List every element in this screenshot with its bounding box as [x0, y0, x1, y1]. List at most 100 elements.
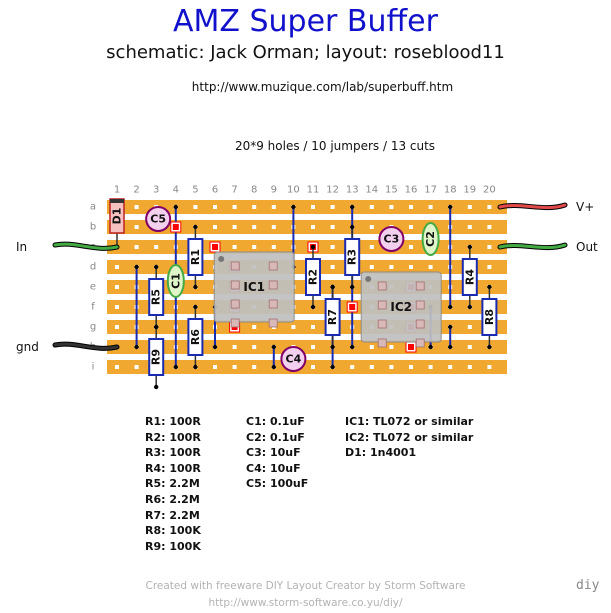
- elec-cap-c4: [280, 346, 307, 372]
- column-label: 10: [287, 185, 300, 196]
- hole: [271, 245, 276, 249]
- hole: [389, 365, 394, 369]
- solder-point: [487, 344, 492, 350]
- jumper-end: [448, 344, 453, 350]
- parts-list-others: IC1: TL072 or similar IC2: TL072 or simi…: [345, 414, 473, 461]
- hole: [115, 265, 119, 269]
- diy-logo-icon: diy: [576, 578, 600, 593]
- ic-pin1-marker: [365, 276, 372, 282]
- hole: [252, 345, 257, 349]
- jumper-end: [350, 204, 355, 210]
- hole: [409, 225, 413, 229]
- ic-pin: [415, 338, 425, 348]
- hole: [330, 205, 335, 209]
- column-label: 2: [133, 185, 139, 196]
- hole: [467, 365, 472, 369]
- hole: [311, 345, 315, 349]
- jumper-end: [212, 344, 218, 350]
- film-cap-c2: [421, 222, 440, 256]
- part-r8: R8: 100K: [145, 524, 201, 538]
- source-url[interactable]: http://www.muzique.com/lab/superbuff.htm: [191, 80, 454, 94]
- ic-pin: [268, 261, 278, 271]
- column-label: 12: [326, 185, 339, 196]
- resistor-r5: [148, 278, 165, 316]
- solder-point: [330, 284, 335, 290]
- ic-pin: [230, 261, 240, 271]
- track-cut-center: [212, 244, 218, 250]
- column-label: 4: [173, 185, 179, 196]
- ic-pin: [415, 319, 425, 329]
- resistor-r9: [148, 338, 165, 376]
- film-cap-label-c2: C2: [424, 231, 437, 247]
- hole: [311, 205, 315, 209]
- ic-label-ic2: IC2: [390, 300, 412, 314]
- ic-pin: [230, 318, 240, 328]
- footer-url[interactable]: http://www.storm-software.co.yu/diy/: [208, 597, 403, 609]
- hole: [232, 205, 237, 209]
- row-label: g: [90, 322, 96, 333]
- solder-point: [350, 224, 355, 230]
- part-d1: D1: 1n4001: [345, 446, 417, 460]
- elec-cap-c5: [145, 206, 172, 232]
- film-cap-label-c1: C1: [169, 273, 182, 289]
- part-r6: R6: 2.2M: [145, 492, 200, 506]
- hole: [409, 205, 413, 209]
- hole: [487, 265, 492, 269]
- hole: [311, 225, 315, 229]
- jumper-end: [291, 204, 296, 210]
- hole: [369, 345, 374, 349]
- column-label: 14: [365, 185, 378, 196]
- hole: [271, 205, 276, 209]
- solder-point: [350, 284, 355, 290]
- hole: [271, 225, 276, 229]
- hole: [232, 245, 237, 249]
- hole: [252, 365, 257, 369]
- copper-strip: [107, 220, 507, 234]
- row-label: a: [90, 202, 96, 213]
- hole: [350, 365, 355, 369]
- part-c3: C3: 10uF: [246, 446, 301, 460]
- column-label: 13: [346, 185, 359, 196]
- solder-point: [310, 244, 316, 250]
- hole: [467, 205, 472, 209]
- column-label: 6: [212, 185, 218, 196]
- hole: [213, 225, 217, 229]
- wire-v: [498, 203, 567, 210]
- hole: [369, 245, 374, 249]
- part-r5: R5: 2.2M: [145, 477, 200, 491]
- hole: [369, 365, 374, 369]
- wire-label-in: In: [16, 240, 27, 254]
- column-label: 9: [271, 185, 277, 196]
- elec-cap-c3: [378, 226, 405, 252]
- ic-pin: [415, 281, 425, 291]
- hole: [115, 305, 119, 309]
- hole: [487, 225, 492, 229]
- column-label: 7: [231, 185, 237, 196]
- hole: [252, 325, 257, 329]
- solder-point: [193, 304, 198, 310]
- resistor-r3: [344, 238, 361, 276]
- resistor-r7: [324, 298, 341, 336]
- hole: [115, 365, 119, 369]
- hole: [389, 205, 394, 209]
- elec-cap-label-c5: C5: [150, 213, 166, 226]
- hole: [448, 365, 453, 369]
- resistor-label-r2: R2: [307, 269, 320, 285]
- part-c1: C1: 0.1uF: [246, 415, 305, 428]
- ic-pin: [268, 318, 278, 328]
- elec-cap-label-c3: C3: [384, 233, 400, 246]
- hole: [330, 225, 335, 229]
- hole: [487, 365, 492, 369]
- hole: [252, 245, 257, 249]
- part-r4: R4: 100R: [145, 461, 201, 475]
- hole: [487, 205, 492, 209]
- hole: [115, 285, 119, 289]
- part-ic2: IC2: TL072 or similar: [345, 430, 474, 444]
- copper-strip: [107, 340, 507, 354]
- hole: [409, 265, 413, 269]
- hole: [252, 205, 257, 209]
- resistor-label-r4: R4: [463, 269, 476, 285]
- row-label: b: [90, 222, 96, 233]
- wire-label-out: Out: [576, 240, 598, 254]
- column-label: 3: [153, 185, 159, 196]
